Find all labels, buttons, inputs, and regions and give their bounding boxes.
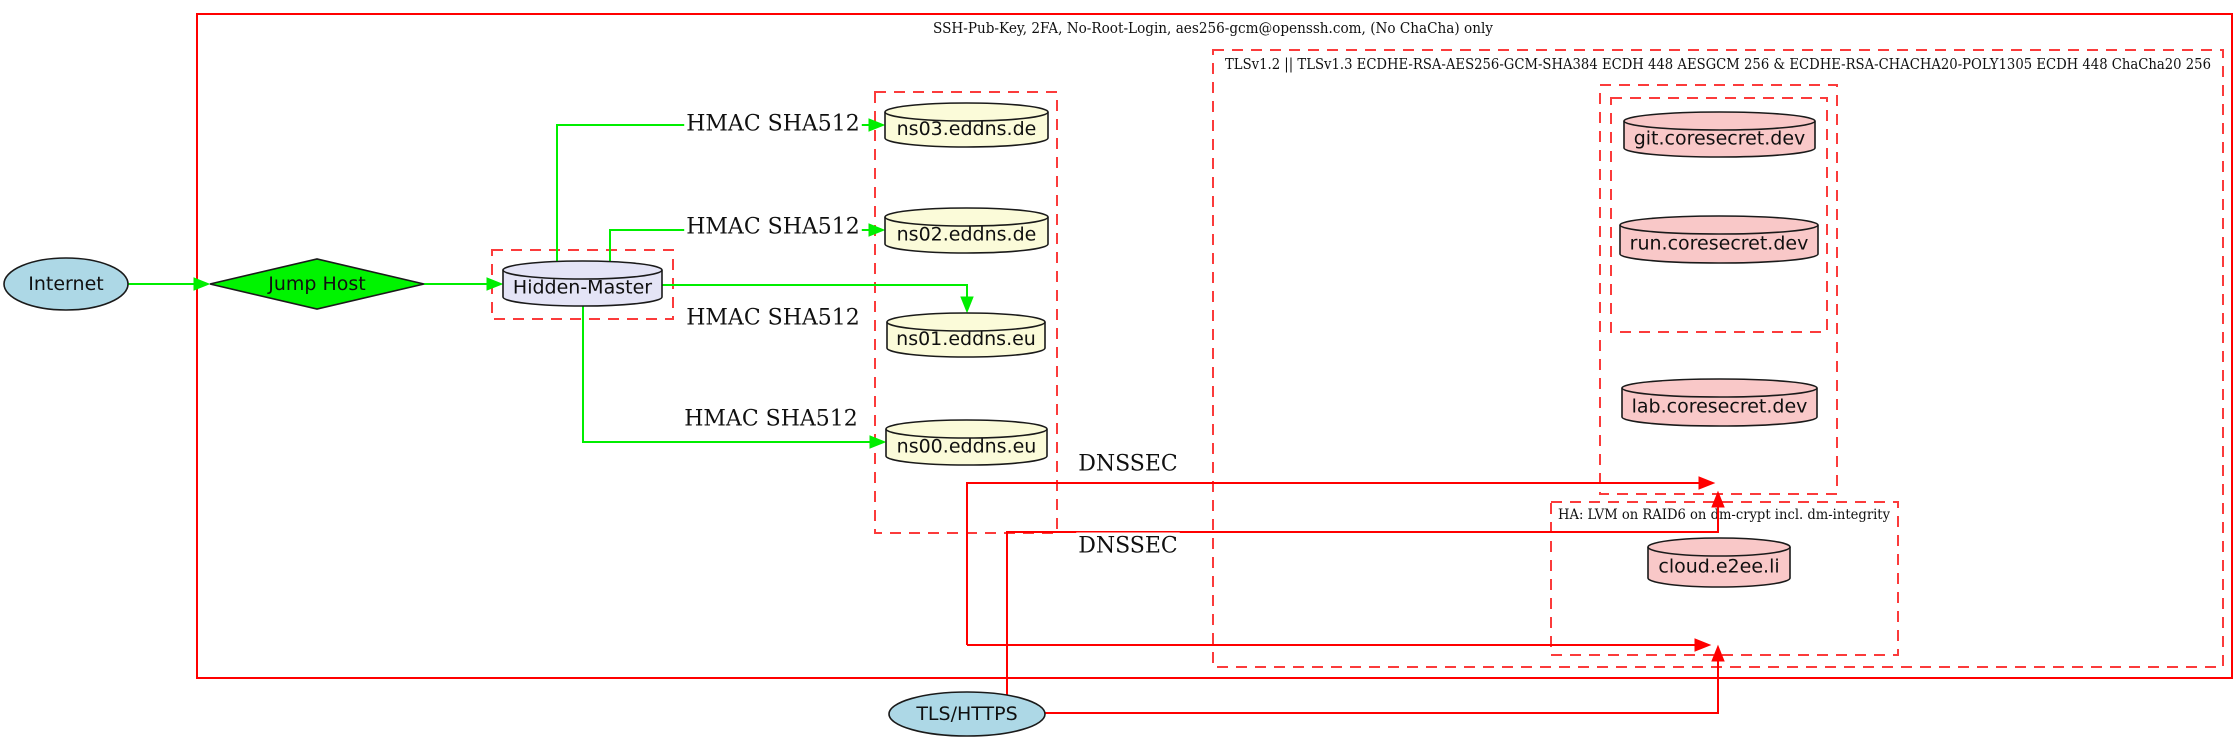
hidden-master-front-rim: [502, 269, 663, 280]
edge-label-hmac-label-3-bg: [684, 304, 862, 332]
ns01-label: ns01.eddns.eu: [896, 328, 1036, 350]
cluster-ha-cluster-label: HA: LVM on RAID6 on dm-crypt incl. dm-in…: [1558, 507, 1890, 523]
ns00-shape: [885, 419, 1048, 466]
hidden-master-label: Hidden-Master: [513, 277, 652, 299]
ns03-shape: [884, 102, 1049, 148]
edge-hiddenmaster-ns01: [662, 284, 968, 299]
hidden-master-shape: [502, 260, 663, 307]
node-cloud-e2ee-li: cloud.e2ee.li: [1647, 537, 1791, 588]
ns03-label: ns03.eddns.de: [897, 118, 1037, 140]
node-git-coresecret-dev: git.coresecret.dev: [1623, 111, 1816, 158]
edge-label-hmac-label-4: HMAC SHA512: [684, 407, 858, 432]
edge-tls-ha: [1045, 661, 1719, 714]
git-coresecret-dev-shape: [1623, 111, 1816, 158]
edge-hiddenmaster-ns00: [582, 305, 872, 443]
edge-hiddenmaster-ns01-arrowhead: [960, 296, 974, 314]
node-ns00: ns00.eddns.eu: [885, 419, 1048, 466]
edge-tls-coresecret: [1006, 507, 1719, 695]
edge-label-hmac-label-2: HMAC SHA512: [686, 215, 860, 240]
lab-coresecret-dev-shape: [1621, 378, 1818, 427]
internet-label: Internet: [28, 273, 103, 295]
edge-label-hmac-label-2-bg: [684, 213, 862, 241]
cluster-ssh-zone-label: SSH-Pub-Key, 2FA, No-Root-Login, aes256-…: [933, 19, 1493, 37]
edge-label-hmac-label-4-bg: [682, 405, 860, 433]
git-coresecret-dev-front-rim: [1623, 120, 1816, 131]
ns02-label: ns02.eddns.de: [897, 224, 1037, 246]
ns01-shape: [886, 312, 1046, 358]
node-ns02: ns02.eddns.de: [884, 207, 1049, 254]
tls-https-label: TLS/HTTPS: [915, 703, 1017, 725]
jump-host-shape: [209, 258, 425, 310]
edge-label-hmac-label-3: HMAC SHA512: [686, 306, 860, 331]
tls-https-shape: [888, 691, 1046, 737]
ns02-front-rim: [884, 216, 1049, 227]
edge-tls-ha-arrowhead: [1711, 644, 1725, 662]
cluster-ha-cluster: [1550, 501, 1899, 656]
edge-label-dnssec-label-2-bg: [1076, 532, 1180, 560]
edge-label-dnssec-label-2: DNSSEC: [1078, 534, 1178, 559]
node-internet: Internet: [3, 257, 129, 311]
edge-label-dnssec-label-1: DNSSEC: [1078, 452, 1178, 477]
edge-label-hmac-label-1: HMAC SHA512: [686, 112, 860, 137]
cloud-e2ee-li-label: cloud.e2ee.li: [1658, 556, 1779, 578]
node-tls-https: TLS/HTTPS: [888, 691, 1046, 737]
edge-hiddenmaster-ns03-arrowhead: [868, 118, 886, 132]
run-coresecret-dev-label: run.coresecret.dev: [1630, 233, 1809, 255]
run-coresecret-dev-front-rim: [1619, 224, 1819, 235]
ns02-shape: [884, 207, 1049, 254]
cluster-tls-zone-label: TLSv1.2 || TLSv1.3 ECDHE-RSA-AES256-GCM-…: [1225, 55, 2211, 73]
node-jump-host: Jump Host: [209, 258, 425, 310]
edge-hiddenmaster-ns02-arrowhead: [868, 223, 886, 237]
ns00-front-rim: [885, 428, 1048, 439]
edge-label-dnssec-label-1-bg: [1076, 450, 1180, 478]
ns01-front-rim: [886, 321, 1046, 332]
node-ns01: ns01.eddns.eu: [886, 312, 1046, 358]
edge-hiddenmaster-ns03: [556, 124, 871, 262]
node-ns03: ns03.eddns.de: [884, 102, 1049, 148]
cloud-e2ee-li-shape: [1647, 537, 1791, 588]
edge-hiddenmaster-ns00-arrowhead: [869, 435, 887, 449]
edge-dnssec-ha-arrowhead: [1694, 638, 1712, 652]
cluster-ssh-zone: [196, 13, 2233, 679]
edge-internet-jumphost-arrowhead: [193, 277, 211, 291]
edge-dnssec-coresecret: [966, 482, 1699, 645]
node-run-coresecret-dev: run.coresecret.dev: [1619, 215, 1819, 264]
internet-shape: [3, 257, 129, 311]
lab-coresecret-dev-front-rim: [1621, 387, 1818, 398]
edge-tls-coresecret-arrowhead: [1711, 490, 1725, 508]
jump-host-label: Jump Host: [267, 273, 366, 295]
edge-jumphost-hiddenmaster-arrowhead: [486, 277, 504, 291]
run-coresecret-dev-shape: [1619, 215, 1819, 264]
ns03-front-rim: [884, 111, 1049, 122]
cluster-git-run-cluster: [1610, 97, 1828, 333]
node-hidden-master: Hidden-Master: [502, 260, 663, 307]
git-coresecret-dev-label: git.coresecret.dev: [1634, 128, 1806, 150]
ns00-label: ns00.eddns.eu: [897, 436, 1037, 458]
edge-label-hmac-label-1-bg: [684, 110, 862, 138]
node-lab-coresecret-dev: lab.coresecret.dev: [1621, 378, 1818, 427]
edge-dnssec-coresecret-arrowhead: [1698, 476, 1716, 490]
lab-coresecret-dev-label: lab.coresecret.dev: [1632, 396, 1808, 418]
cloud-e2ee-li-front-rim: [1647, 546, 1791, 557]
